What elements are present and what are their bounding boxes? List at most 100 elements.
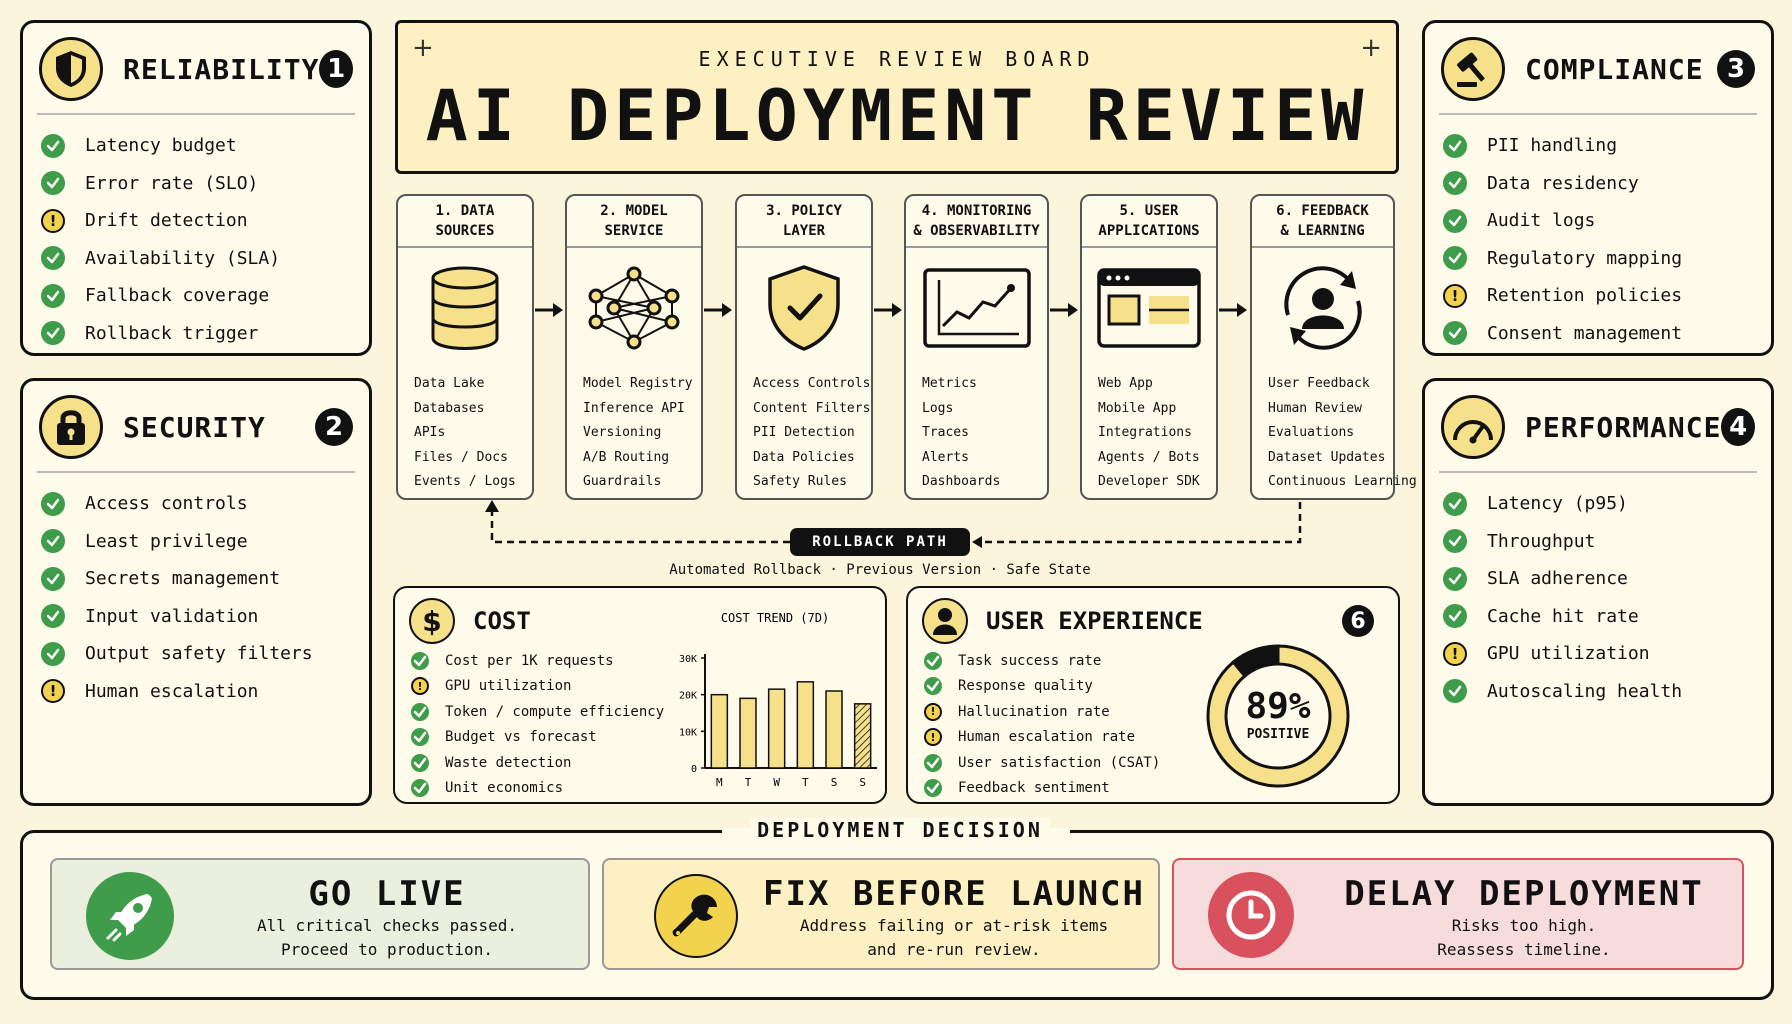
- list-item: !GPU utilization: [411, 674, 869, 700]
- list-item-label: Input validation: [85, 605, 259, 627]
- flow-arrow: [1219, 303, 1247, 317]
- list-item-label: Latency budget: [85, 135, 237, 157]
- stage-item: Continuous Learning: [1268, 474, 1417, 489]
- rollback-path-line: [485, 500, 1302, 548]
- list-item: Error rate (SLO): [41, 165, 351, 203]
- list-item: Token / compute efficiency: [411, 699, 869, 725]
- stage-item: Human Review: [1268, 400, 1362, 416]
- delay-deployment-card[interactable]: DELAY DEPLOYMENT Risks too high. Reasses…: [1172, 858, 1744, 970]
- list-item: Throughput: [1443, 523, 1753, 561]
- number-badge: 3: [1717, 50, 1755, 88]
- check-icon: [1443, 604, 1467, 629]
- check-icon: [41, 491, 65, 516]
- list-item-label: Data residency: [1487, 172, 1639, 194]
- stage-title-line: APPLICATIONS: [1098, 223, 1200, 239]
- shield-check-icon: [737, 248, 871, 368]
- rocket-icon: [86, 872, 174, 960]
- shield-icon: [39, 37, 103, 101]
- decision-title: GO LIVE: [308, 874, 466, 914]
- stage-item: Dataset Updates: [1268, 449, 1386, 465]
- check-icon: [924, 651, 942, 670]
- stage-title-line: 3. POLICY: [766, 203, 842, 219]
- list-item-label: Task success rate: [958, 652, 1102, 669]
- decision-text: Address failing or at-risk items: [799, 916, 1109, 935]
- x-tick-label: T: [745, 776, 752, 789]
- stage-item: Data Policies: [753, 449, 855, 465]
- flow-arrow: [535, 303, 563, 317]
- list-item-label: Unit economics: [445, 780, 564, 797]
- decision-title: FIX BEFORE LAUNCH: [763, 874, 1145, 914]
- check-icon: [1443, 171, 1467, 196]
- satisfaction-donut: [1206, 644, 1350, 788]
- decision-text: Reassess timeline.: [1437, 940, 1611, 959]
- y-tick-label: 10K: [679, 727, 697, 738]
- fix-before-launch-card[interactable]: FIX BEFORE LAUNCH Address failing or at-…: [602, 858, 1160, 970]
- stage-item: Data Lake: [414, 376, 485, 391]
- x-tick-label: S: [859, 776, 866, 789]
- stage-item: Dashboards: [922, 474, 1001, 489]
- stage-title-line: & OBSERVABILITY: [913, 223, 1040, 239]
- warning-icon: !: [924, 702, 942, 721]
- stage-title-line: 4. MONITORING: [921, 203, 1032, 219]
- x-tick-label: T: [802, 776, 809, 789]
- list-item: !GPU utilization: [1443, 635, 1753, 673]
- wrench-icon: [654, 874, 738, 958]
- app-window-icon: [1082, 248, 1216, 368]
- stage-item: Databases: [414, 400, 485, 416]
- stage-item: Integrations: [1098, 425, 1192, 440]
- check-icon: [41, 283, 65, 308]
- list-item: SLA adherence: [1443, 560, 1753, 598]
- list-item-label: Human escalation rate: [958, 729, 1136, 746]
- list-item: Access controls: [41, 485, 351, 523]
- stage-title-line: 2. MODEL: [600, 203, 668, 219]
- list-item: Consent management: [1443, 315, 1753, 353]
- stage-item: Files / Docs: [414, 449, 508, 465]
- check-icon: [41, 604, 65, 629]
- check-icon: [1443, 321, 1467, 346]
- list-item: Latency (p95): [1443, 485, 1753, 523]
- flow-arrow: [704, 303, 732, 317]
- stage-title-line: 5. USER: [1119, 203, 1179, 219]
- stage-item: Metrics: [922, 376, 977, 391]
- x-tick-label: S: [831, 776, 838, 789]
- check-icon: [411, 702, 429, 721]
- list-item: User satisfaction (CSAT): [924, 750, 1382, 776]
- line-chart-icon: [906, 248, 1047, 368]
- panel-title: COST: [473, 607, 531, 635]
- list-item-label: Rollback trigger: [85, 322, 259, 344]
- stage-item: Alerts: [922, 449, 969, 465]
- list-item-label: Cost per 1K requests: [445, 652, 614, 669]
- neural-network-icon: [567, 248, 701, 368]
- go-live-card[interactable]: GO LIVE All critical checks passed. Proc…: [50, 858, 590, 970]
- stage-item: Model Registry: [583, 376, 693, 391]
- list-item: Response quality: [924, 674, 1382, 700]
- bar: [825, 690, 843, 769]
- gauge-icon: [1441, 395, 1505, 459]
- list-item: Latency budget: [41, 127, 351, 165]
- check-icon: [411, 753, 429, 772]
- y-tick-label: 30K: [679, 654, 697, 665]
- stage-item: User Feedback: [1268, 376, 1370, 391]
- decision-label: DEPLOYMENT DECISION: [750, 818, 1050, 842]
- list-item-label: Least privilege: [85, 530, 248, 552]
- check-icon: [41, 133, 65, 158]
- list-item: Input validation: [41, 598, 351, 636]
- list-item-label: Waste detection: [445, 754, 572, 771]
- check-icon: [1443, 491, 1467, 516]
- user-cycle-icon: [1252, 248, 1393, 368]
- panel-title: PERFORMANCE: [1525, 410, 1722, 444]
- list-item: Output safety filters: [41, 635, 351, 673]
